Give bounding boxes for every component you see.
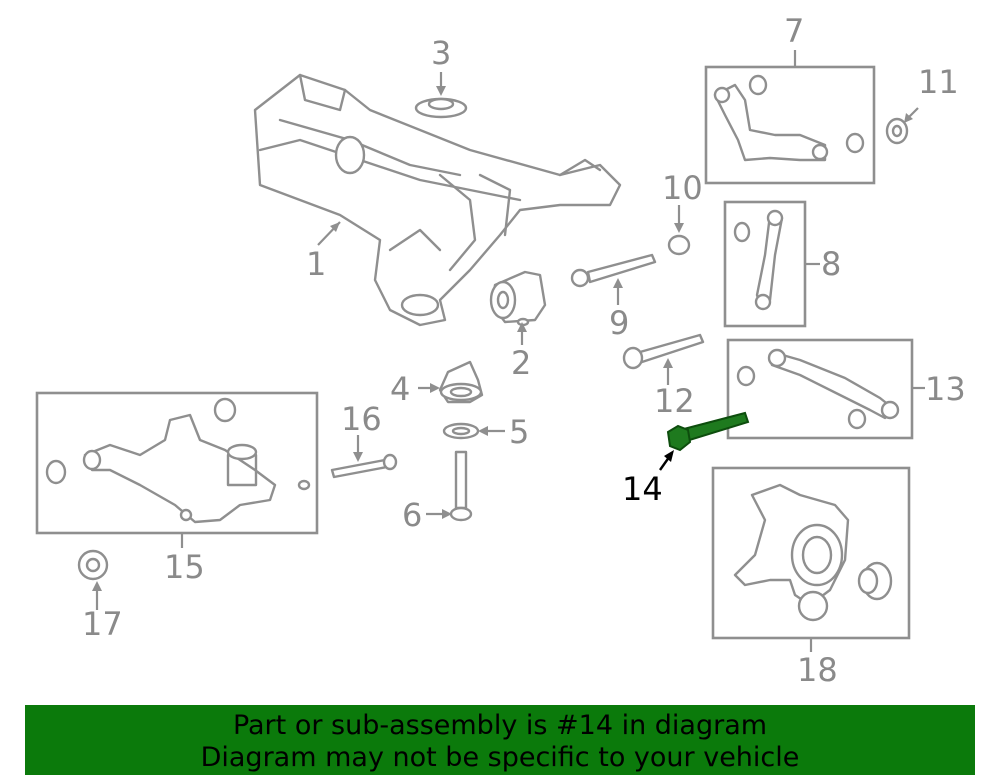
lower-link-part	[736, 348, 900, 430]
part-15-box	[35, 391, 319, 535]
callout-6[interactable]: 6	[402, 496, 423, 534]
upper-arm-part	[713, 74, 865, 162]
knuckle-part	[733, 483, 893, 622]
banner-line-2: Diagram may not be specific to your vehi…	[200, 742, 800, 773]
callout-4[interactable]: 4	[390, 370, 411, 408]
lower-control-arm-part	[45, 397, 311, 524]
bolt-14-highlighted-part	[666, 411, 750, 452]
callout-11[interactable]: 11	[918, 63, 959, 101]
callout-3[interactable]: 3	[431, 34, 452, 72]
washer-10-part	[667, 234, 691, 256]
bolt-12-part	[622, 333, 705, 370]
callout-15[interactable]: 15	[164, 548, 205, 586]
part-7-box	[704, 65, 876, 185]
mount-cap-part	[414, 97, 468, 119]
bolt-6-part	[449, 450, 473, 522]
nut-17-part	[77, 549, 109, 581]
banner-line-1: Part or sub-assembly is #14 in diagram	[232, 710, 768, 741]
subframe-part	[253, 73, 622, 327]
callout-5[interactable]: 5	[509, 413, 530, 451]
callout-8[interactable]: 8	[821, 245, 842, 283]
part-13-box	[726, 338, 914, 440]
washer-part	[442, 422, 480, 440]
bolt-9-part	[570, 253, 657, 288]
callout-10[interactable]: 10	[662, 169, 703, 207]
bushing-part	[489, 270, 547, 327]
callout-7[interactable]: 7	[784, 12, 805, 50]
callout-17[interactable]: 17	[82, 605, 123, 643]
toe-link-part	[733, 209, 784, 311]
info-banner: Part or sub-assembly is #14 in diagram D…	[25, 705, 975, 775]
callout-14[interactable]: 14	[622, 470, 663, 508]
mount-part	[438, 360, 484, 404]
callout-1[interactable]: 1	[306, 245, 327, 283]
callout-2[interactable]: 2	[511, 344, 532, 382]
callout-13[interactable]: 13	[925, 370, 966, 408]
bolt-16-part	[330, 453, 398, 479]
callout-9[interactable]: 9	[609, 304, 630, 342]
nut-11-part	[885, 117, 909, 145]
parts-diagram	[35, 50, 925, 652]
callout-12[interactable]: 12	[654, 382, 695, 420]
callout-18[interactable]: 18	[797, 651, 838, 689]
callout-16[interactable]: 16	[341, 400, 382, 438]
